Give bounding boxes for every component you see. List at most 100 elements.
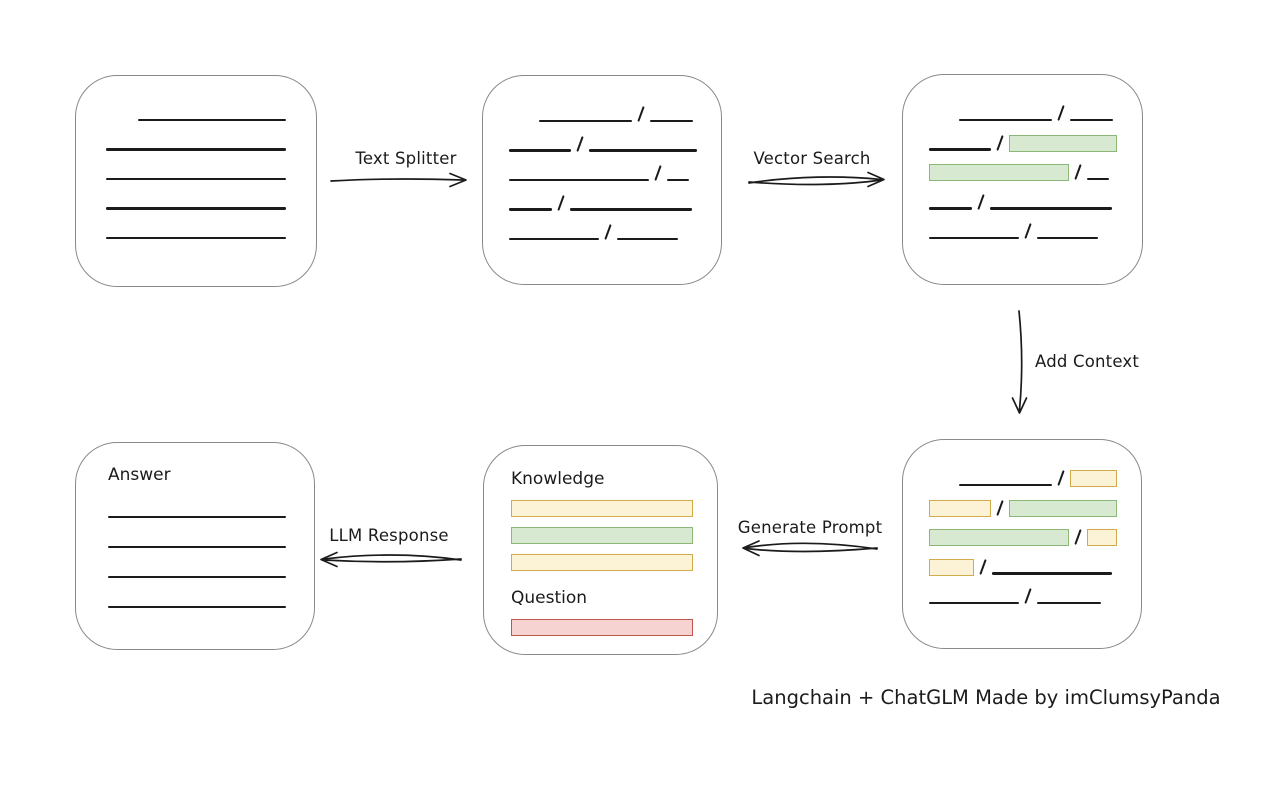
- question-bar: [511, 609, 717, 636]
- add-context-arrow: [1011, 310, 1028, 414]
- chunk-row: [106, 93, 316, 122]
- arrow-head: [320, 551, 338, 568]
- slash-separator: [1057, 470, 1065, 487]
- chunk-row: [509, 182, 721, 211]
- chunk-row: [106, 152, 316, 181]
- caption: Langchain + ChatGLM Made by imClumsyPand…: [751, 686, 1221, 709]
- text-line: [106, 177, 286, 181]
- text-line: [570, 208, 693, 211]
- slash-separator: [996, 134, 1004, 151]
- slash-separator: [1024, 588, 1032, 604]
- yellow-highlight-chunk: [1070, 470, 1118, 488]
- text-line: [106, 236, 286, 239]
- arrow-head: [1011, 397, 1028, 414]
- arrow-shaft: [748, 179, 882, 186]
- answer-title: Answer: [108, 465, 171, 485]
- text-line: [106, 207, 286, 210]
- chunk-row: [929, 517, 1141, 547]
- text-line: [1037, 236, 1099, 239]
- text-line: [138, 119, 286, 122]
- knowledge-bars: [511, 490, 717, 571]
- text-line: [589, 149, 698, 152]
- text-line: [108, 545, 286, 548]
- slash-separator: [557, 194, 565, 211]
- yellow-highlight-chunk: [511, 554, 693, 571]
- text-line: [959, 484, 1052, 487]
- text-line: [108, 575, 286, 578]
- text-line: [108, 605, 286, 608]
- chunk-row: [929, 546, 1141, 576]
- split-chunks-box: [482, 75, 722, 285]
- slash-separator: [654, 165, 662, 182]
- green-highlight-chunk: [1009, 134, 1118, 152]
- green-highlight-chunk: [511, 527, 693, 544]
- arrow-shaft: [745, 542, 878, 550]
- text-splitter-label: Text Splitter: [355, 149, 457, 168]
- slash-separator: [1024, 223, 1032, 239]
- slash-separator: [637, 106, 645, 123]
- question-title: Question: [511, 588, 588, 608]
- llm-response-label: LLM Response: [329, 526, 449, 545]
- chunk-row: [509, 212, 721, 241]
- text-line: [1087, 177, 1110, 181]
- text-line: [650, 120, 694, 123]
- text-line: [509, 208, 552, 211]
- slash-separator: [996, 499, 1004, 516]
- chunk-row: [929, 93, 1142, 122]
- chunk-row: [509, 123, 721, 152]
- slash-separator: [576, 135, 584, 152]
- text-line: [509, 237, 599, 240]
- chunk-row: [511, 609, 717, 636]
- text-line: [990, 207, 1113, 210]
- text-line: [1070, 119, 1114, 122]
- chunk-row: [929, 458, 1141, 488]
- chunk-row: [108, 549, 314, 579]
- chunk-row: [511, 490, 717, 517]
- text-line: [959, 119, 1052, 122]
- text-line: [509, 149, 571, 152]
- text-line: [667, 178, 690, 182]
- green-highlight-chunk: [1009, 499, 1118, 517]
- text-line: [539, 120, 632, 123]
- slash-separator: [1074, 529, 1082, 546]
- text-line: [509, 178, 649, 182]
- text-line: [1037, 601, 1102, 604]
- arrow-shaft: [323, 558, 462, 563]
- slash-separator: [977, 193, 985, 210]
- arrow-shaft: [1018, 310, 1023, 411]
- add-context-label: Add Context: [1035, 352, 1140, 371]
- text-splitter-arrow: [330, 172, 467, 188]
- slash-separator: [1074, 164, 1082, 181]
- slash-separator: [604, 224, 612, 240]
- yellow-highlight-chunk: [1087, 529, 1118, 547]
- chunk-row: [106, 211, 316, 240]
- knowledge-title: Knowledge: [511, 469, 605, 489]
- green-highlight-chunk: [929, 529, 1069, 547]
- text-line: [108, 515, 286, 518]
- text-line: [929, 207, 972, 210]
- text-line: [617, 237, 679, 240]
- chunk-row: [108, 489, 314, 519]
- chunk-row: [511, 517, 717, 544]
- vector-search-label: Vector Search: [753, 149, 871, 168]
- arrow-shaft: [745, 547, 878, 553]
- arrow-shaft: [748, 176, 882, 184]
- vector-search-arrow: [748, 171, 885, 188]
- arrow-shaft: [323, 554, 462, 561]
- chunk-row: [929, 487, 1141, 517]
- red-highlight-chunk: [511, 619, 693, 636]
- text-line: [929, 148, 991, 151]
- yellow-highlight-chunk: [511, 500, 693, 517]
- generate-prompt-arrow: [742, 540, 878, 557]
- text-line: [106, 148, 286, 151]
- chunk-row: [108, 519, 314, 549]
- retrieved-chunks-box: [902, 74, 1143, 285]
- text-line: [929, 601, 1019, 604]
- generate-prompt-label: Generate Prompt: [737, 518, 883, 537]
- arrow-head: [449, 172, 467, 188]
- yellow-highlight-chunk: [929, 499, 991, 517]
- text-line: [992, 572, 1113, 575]
- answer-box: Answer: [75, 442, 315, 650]
- green-highlight-chunk: [929, 164, 1069, 182]
- chunk-row: [511, 544, 717, 571]
